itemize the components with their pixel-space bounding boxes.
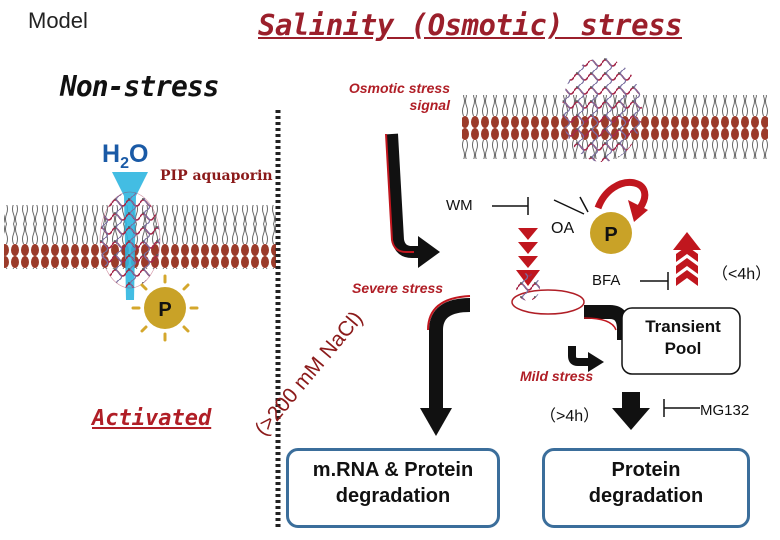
model-label: Model	[28, 8, 88, 33]
non-stress-title: Non-stress	[60, 70, 220, 103]
membrane-protein-icon	[562, 58, 642, 162]
bfa-label: BFA	[592, 272, 621, 289]
diagram-title: Salinity (Osmotic) stress	[258, 8, 683, 42]
phospho-badge-right-icon	[590, 212, 632, 254]
oa-label: OA	[551, 220, 575, 237]
pip-aquaporin-icon	[99, 191, 161, 289]
severe-stress-label: Severe stress	[352, 280, 444, 296]
long-time-label: （>4h）	[540, 408, 600, 425]
phospho-feedback-arrow	[594, 179, 649, 210]
transient-pool-label: Transient Pool	[645, 317, 721, 358]
osmotic-signal-label: Osmotic stress signal	[348, 80, 450, 113]
pip-aquaporin-label: PIP aquaporin	[160, 168, 273, 184]
phospho-badge-icon	[131, 274, 199, 342]
phospho-p-right: P	[604, 224, 617, 246]
activated-label: Activated	[92, 406, 212, 431]
degradation-arrow	[612, 392, 650, 430]
mild-stress-arrow	[568, 346, 604, 372]
wm-label: WM	[446, 197, 473, 214]
osmotic-signal-arrow	[385, 133, 440, 268]
transient-pool-arrow	[583, 305, 631, 340]
water-label: H2O	[102, 140, 149, 172]
mild-stress-label: Mild stress	[520, 368, 594, 384]
phospho-p-left: P	[158, 299, 171, 321]
short-time-label: （<4h）	[712, 266, 772, 283]
mrna-protein-degradation-box: m.RNA & Protein degradation	[286, 448, 500, 528]
recycling-arrow	[673, 232, 701, 286]
transient-pool-box	[621, 307, 741, 375]
protein-degradation-box: Protein degradation	[542, 448, 750, 528]
mg132-label: MG132	[700, 402, 750, 419]
severe-stress-arrow	[420, 295, 471, 436]
